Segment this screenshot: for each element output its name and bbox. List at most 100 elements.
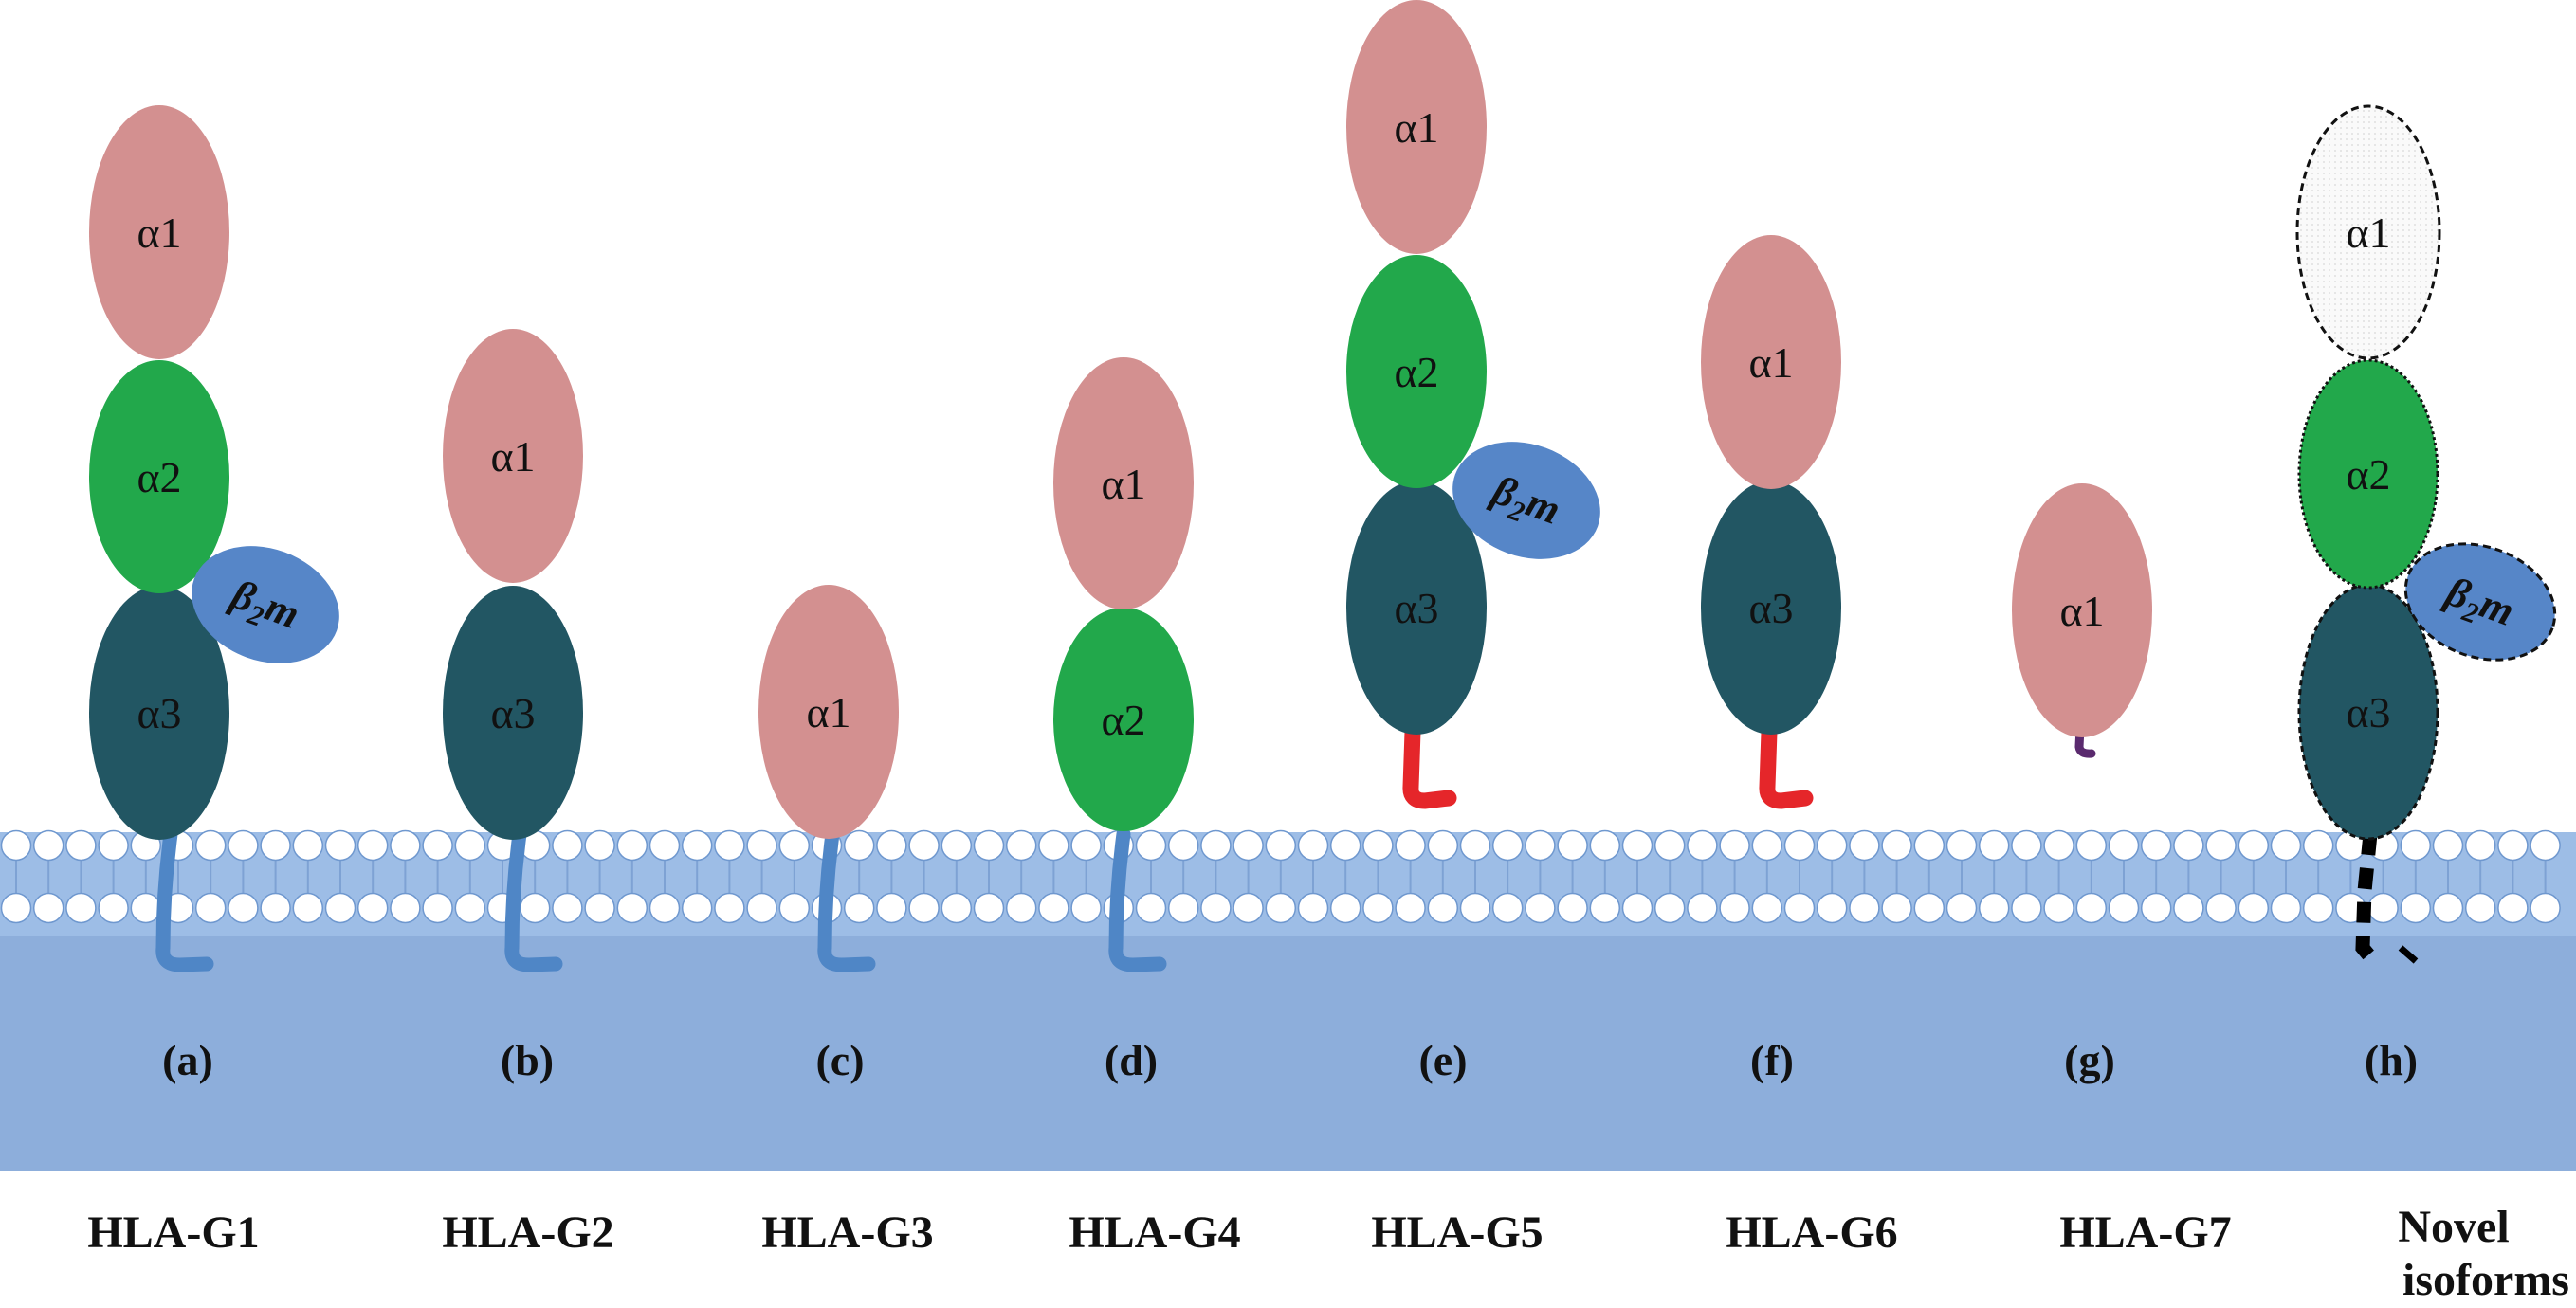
domain-label: α2 [1101, 696, 1145, 744]
isoform-name-g6: HLA-G6 [1726, 1208, 1897, 1258]
alpha3-shape [2297, 583, 2439, 841]
lipid-head [32, 892, 64, 924]
lipid-head [390, 892, 421, 924]
isoform-hla-g1: α3 α2 α1 β2m [89, 105, 339, 972]
lipid-head [1653, 829, 1686, 862]
domain-label: α1 [490, 432, 535, 481]
lipid-head [714, 829, 745, 862]
domain-label: α1 [806, 688, 850, 736]
panel-label-h: (h) [2365, 1036, 2418, 1084]
lipid-head [941, 892, 973, 924]
transmembrane-tail [1108, 827, 1167, 972]
lipid-head [1653, 892, 1686, 924]
domain-alpha2: α2 [1346, 255, 1487, 488]
alpha2-shape [2297, 358, 2439, 590]
b2m-label: β2m [2437, 568, 2520, 642]
domain-alpha1: α1 [1701, 235, 1841, 489]
lipid-head [1849, 829, 1880, 862]
lipid-head [649, 892, 681, 924]
transmembrane-tail [817, 827, 876, 972]
lipid-head [1719, 892, 1750, 924]
lipid-head [1233, 829, 1264, 862]
beta2-microglobulin: β2m [2403, 542, 2557, 662]
alpha1-shape [2295, 104, 2441, 360]
lipid-head [2011, 829, 2042, 862]
lipid-head [1589, 892, 1621, 924]
domain-alpha1: α1 [2012, 483, 2152, 737]
lipid-head [1881, 829, 1912, 862]
lipid-head [2043, 892, 2074, 924]
domain-alpha1: α1 [89, 105, 229, 359]
lipid-head [908, 892, 940, 924]
lipid-head [1038, 829, 1069, 862]
lipid-head [1913, 892, 1946, 924]
lipid-head [1329, 829, 1361, 862]
beta2-microglobulin: β2m [192, 546, 339, 663]
panel-label-c: (c) [815, 1036, 864, 1084]
lipid-head [2497, 829, 2529, 862]
lipid-head [1135, 892, 1167, 924]
panel-label-e: (e) [1418, 1036, 1467, 1084]
lipid-head [1881, 892, 1912, 924]
domain-alpha1: α1 [758, 585, 899, 839]
alpha1-shape [1053, 357, 1194, 609]
lipid-head [1978, 892, 2010, 924]
domain-label: α1 [1101, 460, 1145, 508]
lipid-head [194, 892, 227, 924]
lipid-tails [15, 860, 2547, 894]
lipid-head [1816, 829, 1848, 862]
lipid-head [2075, 829, 2108, 862]
lipid-head [2108, 892, 2140, 924]
lipid-head [714, 892, 745, 924]
lipid-head [2367, 892, 2399, 924]
domain-label: α3 [2346, 688, 2390, 736]
alpha2-shape [89, 360, 229, 593]
domain-label: α3 [1748, 584, 1793, 632]
lipid-head [2530, 829, 2561, 862]
lipid-head [2205, 829, 2237, 862]
b2m-shape [2403, 542, 2557, 662]
lipid-head [98, 829, 129, 862]
lipid-head [1589, 829, 1621, 862]
lipid-head [2108, 829, 2140, 862]
lipid-head [584, 892, 615, 924]
domain-alpha1: α1 [1053, 357, 1194, 609]
lipid-head [778, 892, 811, 924]
lipid-head [454, 892, 486, 924]
lipid-head [1719, 829, 1750, 862]
lipid-head [454, 829, 486, 862]
lipid-head [876, 829, 907, 862]
domain-label: α1 [1394, 103, 1438, 152]
domain-alpha1: α1 [2295, 104, 2441, 360]
isoform-hla-g4: α2 α1 [1053, 357, 1194, 972]
lipid-head [1070, 892, 1102, 924]
lipid-head [584, 829, 615, 862]
transmembrane-tail [155, 827, 214, 972]
alpha1-shape [1346, 0, 1487, 254]
domain-alpha3: α3 [1346, 481, 1487, 735]
domain-label: α1 [137, 209, 181, 257]
lipid-head [356, 829, 389, 862]
lipid-head [1329, 892, 1361, 924]
lipid-head [2302, 892, 2334, 924]
lipid-head [1491, 892, 1524, 924]
panel-label-g: (g) [2064, 1036, 2115, 1084]
lipid-head [2173, 829, 2204, 862]
soluble-tail [1759, 723, 1814, 809]
lipid-head [2302, 829, 2334, 862]
lipid-head [260, 892, 291, 924]
lipid-head [1427, 829, 1459, 862]
lipid-head [1167, 829, 1199, 862]
lipid-head [1427, 892, 1459, 924]
lipid-head [1200, 829, 1232, 862]
alpha1-shape [89, 105, 229, 359]
lipid-head [324, 892, 356, 924]
domain-label: α3 [1394, 584, 1438, 632]
cell-membrane [0, 829, 2576, 1171]
lipid-head [941, 829, 973, 862]
lipid-head [1265, 892, 1297, 924]
lipid-head [908, 829, 940, 862]
lipid-head [2238, 892, 2270, 924]
lipid-head [292, 829, 324, 862]
